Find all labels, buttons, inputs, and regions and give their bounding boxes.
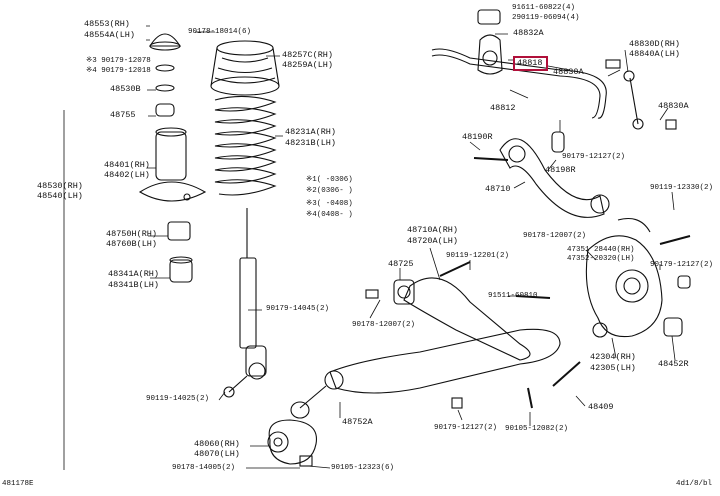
- label-90178-12007-2[interactable]: 90178-12007(2): [523, 232, 587, 240]
- label-48402[interactable]: 48402(LH): [104, 170, 150, 180]
- label-90119-12201[interactable]: 90119-12201(2): [446, 252, 510, 260]
- upper-control-arm: [473, 131, 610, 218]
- highlight-box: [513, 56, 548, 71]
- label-90178-12007[interactable]: 90178-12007(2): [352, 321, 416, 329]
- label-48070[interactable]: 48070(LH): [194, 449, 240, 459]
- label-48452[interactable]: 48452R: [658, 359, 689, 369]
- label-90178-14005[interactable]: 90178-14005(2): [172, 464, 236, 472]
- label-48840a[interactable]: 48840A(LH): [629, 49, 681, 59]
- label-48830d[interactable]: 48830D(RH): [629, 39, 681, 49]
- shock-absorber: [223, 208, 267, 398]
- note-2: ※2(0306- ): [306, 187, 353, 195]
- label-90179-14045[interactable]: 90179-14045(2): [266, 305, 330, 313]
- coil-spring: [214, 95, 277, 196]
- label-91611[interactable]: 91611-60822(4): [512, 4, 576, 12]
- label-48060[interactable]: 48060(RH): [194, 439, 240, 449]
- strut-mount-boot: [138, 127, 207, 202]
- label-42305[interactable]: 42305(LH): [590, 363, 636, 373]
- note-1: ※1( -0306): [306, 176, 353, 184]
- label-90179-12127-b[interactable]: 90179-12127(2): [650, 261, 714, 269]
- label-48720a[interactable]: 48720A(LH): [407, 236, 459, 246]
- label-48832[interactable]: 48832A: [513, 28, 544, 38]
- label-90179-12078[interactable]: ※3 90179-12078: [86, 57, 151, 65]
- note-3: ※3( -0408): [306, 200, 353, 208]
- diagram-code-left: 481178E: [2, 480, 34, 488]
- label-90105[interactable]: 90105-12082(2): [505, 425, 569, 433]
- label-48812[interactable]: 48812: [490, 103, 516, 113]
- label-48750[interactable]: 48750H(RH): [106, 229, 158, 239]
- label-48257[interactable]: 48257C(RH): [282, 50, 334, 60]
- label-48725[interactable]: 48725: [388, 259, 414, 269]
- stabilizer-bushing: [477, 9, 503, 75]
- label-48198[interactable]: 48198R: [545, 165, 576, 175]
- label-48760[interactable]: 48760B(LH): [106, 239, 158, 249]
- label-48231b[interactable]: 48231B(LH): [285, 138, 337, 148]
- label-90119-12330[interactable]: 90119-12330(2): [650, 184, 714, 192]
- label-90179-12127-c[interactable]: 90179-12127(2): [434, 424, 498, 432]
- label-48710a[interactable]: 48710A(RH): [407, 225, 459, 235]
- label-47352[interactable]: 47352-20320(LH): [567, 255, 635, 263]
- label-48818[interactable]: 48818: [517, 58, 543, 68]
- label-48755[interactable]: 48755: [110, 110, 136, 120]
- label-48401[interactable]: 48401(RH): [104, 160, 150, 170]
- label-91551[interactable]: 91511-60810: [488, 292, 538, 300]
- bolts: [439, 235, 691, 409]
- label-48830a-top[interactable]: 48830A: [553, 67, 584, 77]
- lower-arm-upper: [365, 277, 531, 361]
- label-48341b[interactable]: 48341B(LH): [108, 280, 160, 290]
- label-48752[interactable]: 48752A: [342, 417, 373, 427]
- label-48409[interactable]: 48409: [588, 402, 614, 412]
- small-rings-left: [155, 64, 175, 117]
- label-90119-06094[interactable]: 290119-06094(4): [512, 14, 580, 22]
- label-47351[interactable]: 47351 28440(RH): [567, 246, 635, 254]
- diagram-code-right: 4d1/8/bl: [676, 480, 713, 488]
- label-48530[interactable]: 48530(RH): [37, 181, 83, 191]
- lower-bushing: [267, 419, 318, 467]
- bumper-parts: [167, 221, 193, 283]
- note-4: ※4(0408- ): [306, 211, 353, 219]
- label-48710[interactable]: 48710: [485, 184, 511, 194]
- rear-axle-carrier: [585, 217, 691, 338]
- label-48830a-right[interactable]: 48830A: [658, 101, 689, 111]
- label-90105-12323[interactable]: 90105-12323(6): [331, 464, 395, 472]
- label-90178-18014[interactable]: 90178-18014(6): [188, 28, 252, 36]
- lower-arm-lower: [290, 328, 561, 419]
- stabilizer-link: [605, 59, 677, 130]
- label-90179-12127-a[interactable]: 90179-12127(2): [562, 153, 626, 161]
- label-48540[interactable]: 48540(LH): [37, 191, 83, 201]
- leader-lines: [63, 25, 676, 470]
- label-42304[interactable]: 42304(RH): [590, 352, 636, 362]
- label-48530b[interactable]: 48530B: [110, 84, 141, 94]
- label-48554[interactable]: 48554A(LH): [84, 30, 136, 40]
- label-48190[interactable]: 48190R: [462, 132, 493, 142]
- label-48553[interactable]: 48553(RH): [84, 19, 130, 29]
- label-48231a[interactable]: 48231A(RH): [285, 127, 337, 137]
- label-48259[interactable]: 48259A(LH): [282, 60, 334, 70]
- label-90179-12018[interactable]: ※4 90179-12018: [86, 67, 151, 75]
- label-48341a[interactable]: 48341A(RH): [108, 269, 160, 279]
- upper-spring-insulator: [210, 40, 280, 96]
- bump-stopper-cap: [149, 33, 181, 51]
- label-90119-14025[interactable]: 90119-14025(2): [146, 395, 210, 403]
- stabilizer-bar: [431, 48, 607, 119]
